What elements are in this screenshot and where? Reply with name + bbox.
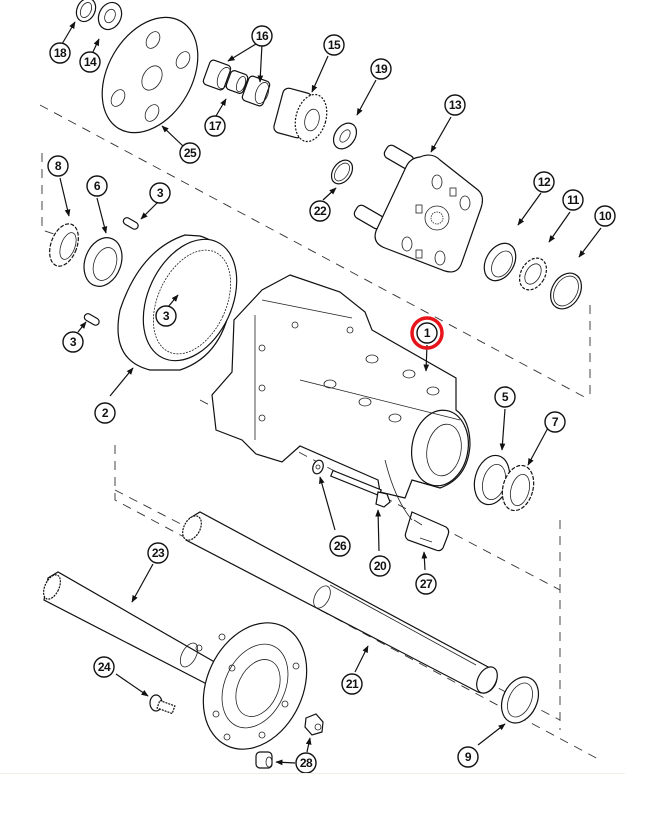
svg-text:3: 3 <box>157 186 164 200</box>
part-15-planet-gear[interactable] <box>273 87 332 145</box>
svg-text:27: 27 <box>420 577 433 591</box>
svg-text:7: 7 <box>552 415 559 429</box>
svg-text:5: 5 <box>502 390 509 404</box>
callout-21[interactable]: 21 <box>341 673 363 695</box>
callout-5[interactable]: 5 <box>494 386 516 408</box>
svg-text:28: 28 <box>300 756 313 770</box>
part-3-pin[interactable] <box>83 312 100 326</box>
callout-18[interactable]: 18 <box>49 42 71 64</box>
svg-text:9: 9 <box>465 750 472 764</box>
svg-text:24: 24 <box>98 660 111 674</box>
callout-19[interactable]: 19 <box>370 58 392 80</box>
part-1-axle-housing[interactable] <box>211 274 474 499</box>
svg-text:12: 12 <box>538 175 551 189</box>
part-27-decal[interactable] <box>404 511 450 552</box>
svg-text:3: 3 <box>163 309 170 323</box>
part-3-pin[interactable] <box>122 216 139 230</box>
part-13-planetary-carrier[interactable] <box>353 143 484 273</box>
part-22-snap-ring[interactable] <box>327 156 357 188</box>
svg-text:17: 17 <box>209 119 222 133</box>
svg-text:25: 25 <box>184 146 197 160</box>
svg-text:21: 21 <box>346 677 359 691</box>
svg-text:19: 19 <box>375 62 388 76</box>
callout-11[interactable]: 11 <box>562 189 584 211</box>
callout-20[interactable]: 20 <box>369 555 391 577</box>
part-16-needle-bearings[interactable] <box>202 59 271 107</box>
highlight-ring <box>410 316 444 350</box>
callout-15[interactable]: 15 <box>323 34 345 56</box>
svg-text:1: 1 <box>424 326 431 340</box>
callout-22[interactable]: 22 <box>309 200 331 222</box>
callouts: 18 14 25 16 17 15 19 22 13 12 11 10 8 6 … <box>47 25 616 774</box>
callout-12[interactable]: 12 <box>533 171 555 193</box>
svg-text:14: 14 <box>84 55 97 69</box>
callout-16[interactable]: 16 <box>251 25 273 47</box>
part-10-washer[interactable] <box>544 268 587 315</box>
svg-text:11: 11 <box>567 193 580 207</box>
callout-6[interactable]: 6 <box>86 175 108 197</box>
callout-27[interactable]: 27 <box>415 573 437 595</box>
decal-placement-curve <box>384 459 413 521</box>
part-2-ring-gear[interactable] <box>117 224 255 376</box>
bottom-divider <box>0 773 625 774</box>
svg-text:8: 8 <box>55 159 62 173</box>
svg-text:22: 22 <box>314 204 327 218</box>
svg-text:10: 10 <box>599 209 612 223</box>
callout-24[interactable]: 24 <box>93 656 115 678</box>
svg-text:20: 20 <box>374 559 387 573</box>
part-14-thrust-washer[interactable] <box>94 0 126 33</box>
part-23-axle-shaft[interactable] <box>40 571 326 766</box>
callout-26[interactable]: 26 <box>329 535 351 557</box>
callout-2[interactable]: 2 <box>94 402 116 424</box>
part-7-bearing-cone[interactable] <box>498 462 539 514</box>
part-20-bolt[interactable] <box>329 469 391 508</box>
svg-text:3: 3 <box>70 335 77 349</box>
svg-text:6: 6 <box>94 179 101 193</box>
svg-text:18: 18 <box>54 46 67 60</box>
callout-3c[interactable]: 3 <box>62 331 84 353</box>
callout-13[interactable]: 13 <box>444 94 466 116</box>
leader-lines <box>59 21 602 766</box>
callout-9[interactable]: 9 <box>457 746 479 768</box>
part-25-retainer-plate[interactable] <box>83 0 218 149</box>
callout-8[interactable]: 8 <box>47 155 69 177</box>
svg-text:23: 23 <box>152 546 165 560</box>
part-6-bearing-cup[interactable] <box>78 232 129 291</box>
part-19-thrust-washer[interactable] <box>329 119 361 153</box>
part-12-nut[interactable] <box>478 238 522 287</box>
callout-14[interactable]: 14 <box>79 51 101 73</box>
callout-17[interactable]: 17 <box>204 115 226 137</box>
part-26-washer[interactable] <box>311 459 325 476</box>
callout-3a[interactable]: 3 <box>149 182 171 204</box>
svg-text:2: 2 <box>102 406 109 420</box>
callout-7[interactable]: 7 <box>544 411 566 433</box>
part-24-wheel-stud[interactable] <box>149 694 176 715</box>
callout-23[interactable]: 23 <box>147 542 169 564</box>
part-9-seal[interactable] <box>494 671 545 729</box>
part-18-snap-ring[interactable] <box>73 0 99 25</box>
svg-text:26: 26 <box>334 539 347 553</box>
svg-text:16: 16 <box>256 29 269 43</box>
part-28-wheel-nut[interactable] <box>304 713 324 736</box>
part-8-bearing-cone[interactable] <box>44 220 83 270</box>
callout-1[interactable]: 1 <box>410 316 444 350</box>
part-28-wheel-nut[interactable] <box>255 751 273 769</box>
part-21-shaft[interactable] <box>179 511 502 697</box>
part-17-spacer[interactable] <box>225 70 249 95</box>
part-11-lock-washer[interactable] <box>514 253 552 294</box>
callout-10[interactable]: 10 <box>594 205 616 227</box>
callout-28[interactable]: 28 <box>295 752 317 774</box>
callout-25[interactable]: 25 <box>179 142 201 164</box>
svg-text:15: 15 <box>328 38 341 52</box>
svg-text:13: 13 <box>449 98 462 112</box>
callout-3b[interactable]: 3 <box>155 305 177 327</box>
